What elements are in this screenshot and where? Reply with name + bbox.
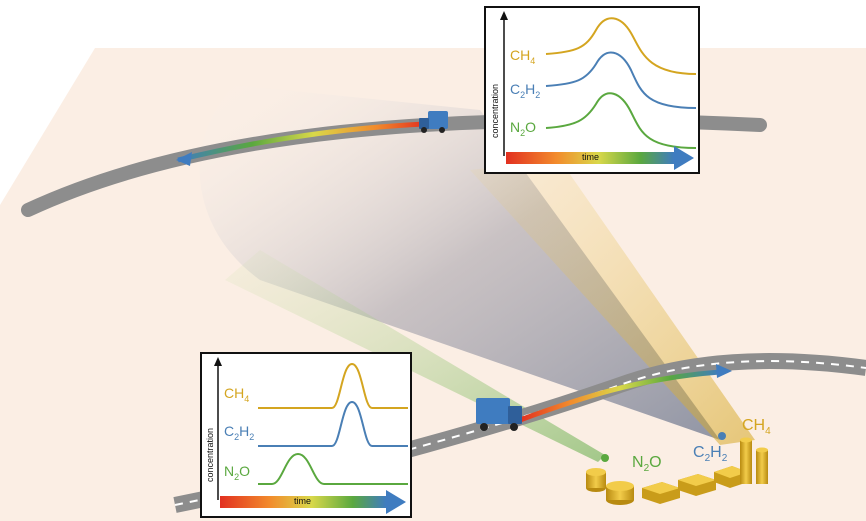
truck-bottom-icon [476,398,522,431]
inset-bottom-label-ch4: CH4 [224,385,250,404]
inset-bottom-xlabel: time [294,496,312,506]
inset-top-line-n2o [545,92,697,149]
inset-bottom-label-c2h2: C2H2 [224,423,255,442]
inset-top-ylabel: concentration [490,83,500,138]
truck-top-icon [419,111,448,133]
inset-top-time-arrow [674,146,694,170]
inset-top-y-arrow [500,11,508,20]
inset-top-xlabel: time [582,152,600,162]
c2h2-source-point [718,432,726,440]
inset-top-label-n2o: N2O [510,119,537,138]
inset-chart-top: CH4 C2H2 N2O concentration time [484,6,700,174]
source-label-ch4: CH4 [742,417,771,438]
road-bottom-arrowhead [716,364,732,378]
inset-top-label-ch4: CH4 [510,47,536,66]
inset-chart-bottom-plot [214,357,408,514]
emission-sources-icon [586,437,768,505]
inset-bottom-line-n2o [258,452,408,485]
source-label-c2h2: C2H2 [693,444,728,465]
inset-chart-bottom: CH4 C2H2 N2O concentration time [200,352,412,518]
inset-bottom-line-c2h2 [258,400,408,447]
n2o-source-point [601,454,609,462]
inset-bottom-line-ch4 [258,362,408,409]
source-label-n2o: N2O [632,454,662,475]
inset-top-line-c2h2 [545,51,697,109]
road-top-arrowhead [176,152,192,166]
inset-top-label-c2h2: C2H2 [510,81,541,100]
inset-bottom-time-arrow [386,490,406,514]
beam-gray-wide [199,85,721,440]
inset-bottom-label-n2o: N2O [224,463,251,482]
inset-bottom-y-arrow [214,357,222,366]
inset-bottom-time-bar [220,496,386,508]
road-bottom-trail [519,369,721,423]
inset-bottom-ylabel: concentration [205,427,215,482]
road-top-trail [177,121,426,163]
inset-chart-top-plot [500,11,697,170]
inset-top-line-ch4 [545,17,697,75]
inset-top-time-bar [506,152,674,164]
